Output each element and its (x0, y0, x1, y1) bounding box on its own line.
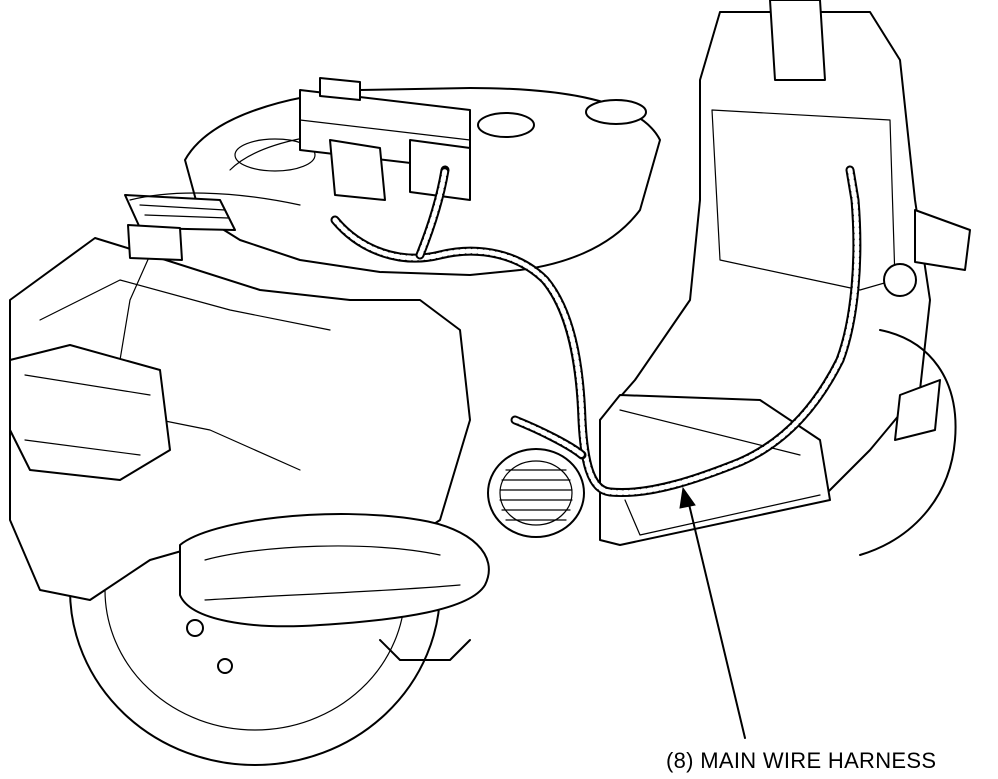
engine-unit (179, 448, 585, 674)
front-leg-shield (599, 0, 971, 521)
main-wire-harness (129, 165, 862, 498)
rear-body-panel (9, 237, 471, 601)
callout-number: (8) (666, 748, 694, 773)
front-wheel (859, 329, 957, 556)
callout-label: MAIN WIRE HARNESS (700, 748, 937, 773)
callout-main-wire-harness: (8) MAIN WIRE HARNESS (666, 748, 936, 774)
callout-leader (679, 486, 746, 739)
tail-unit (9, 344, 171, 481)
regulator-rectifier (124, 194, 236, 261)
electrical-box (299, 77, 471, 201)
